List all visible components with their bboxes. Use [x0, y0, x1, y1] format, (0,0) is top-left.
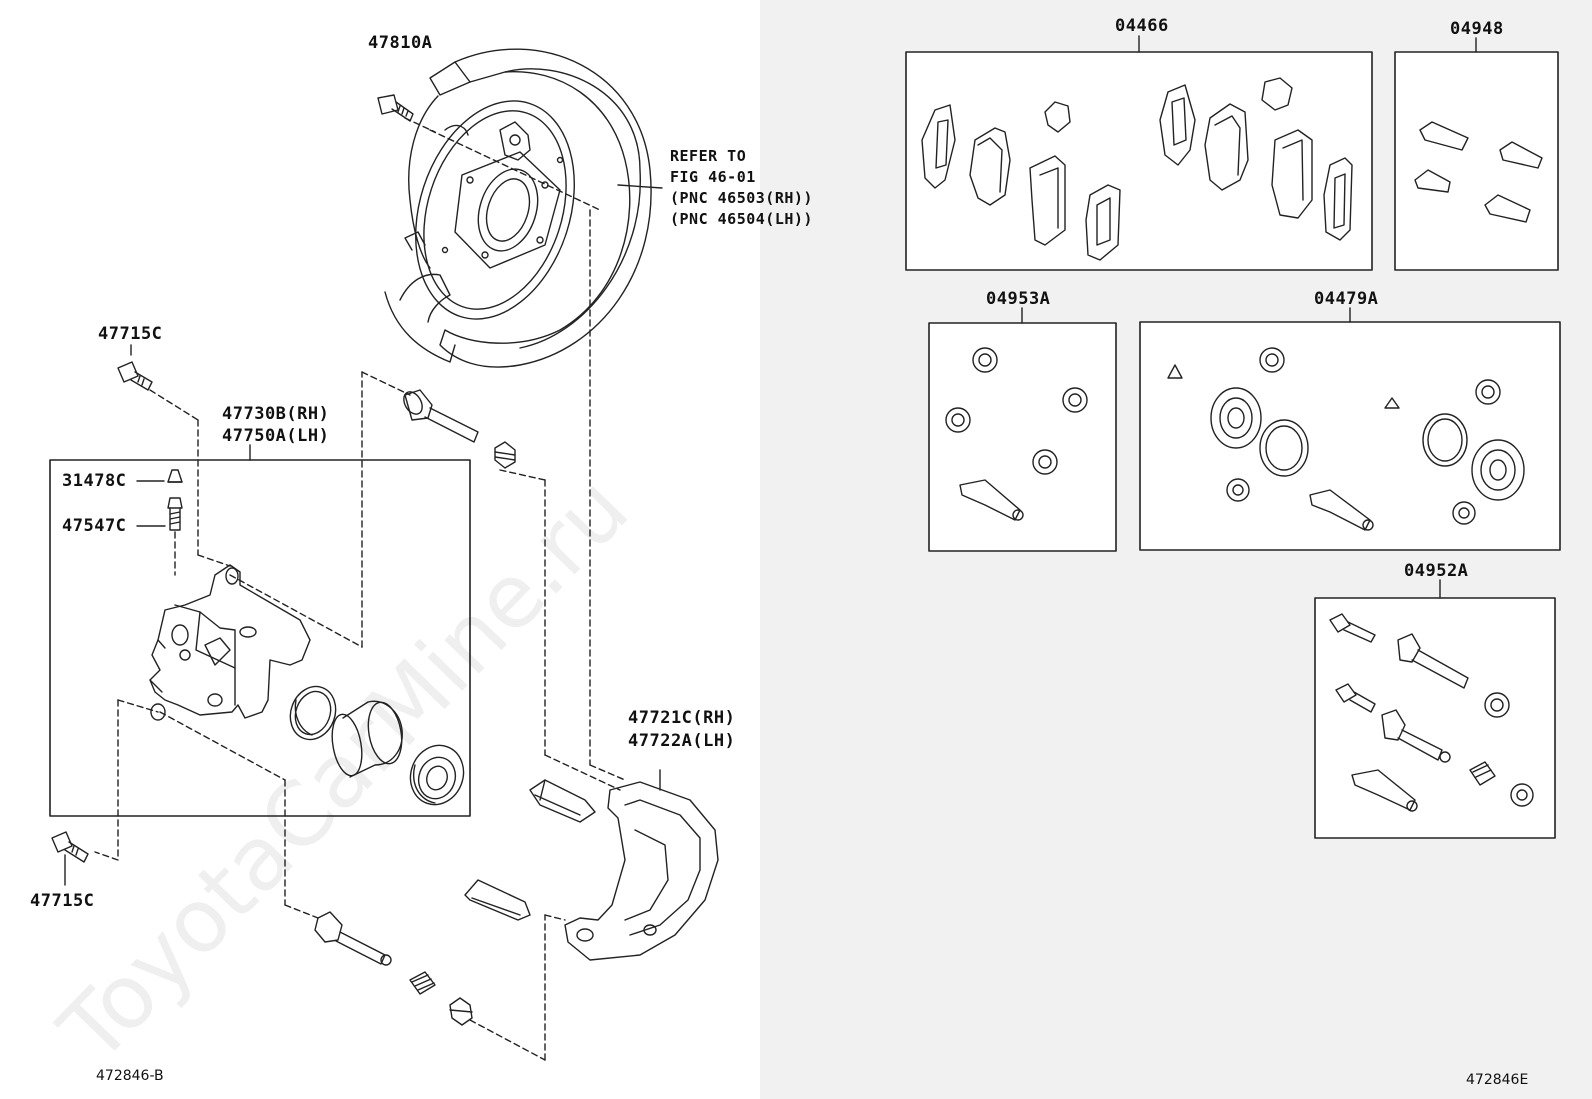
bleeder-plug-47547C [167, 497, 183, 531]
anti-rattle-clip-upper [529, 779, 596, 823]
label-refer-note: REFER TO FIG 46-01 (PNC 46503(RH)) (PNC … [670, 147, 813, 228]
label-04479A: 04479A [1314, 289, 1379, 309]
caliper-body [149, 564, 311, 721]
piston-seal [289, 685, 337, 741]
caliper-assembly-frame [49, 459, 471, 817]
bolt-47810A [377, 94, 414, 122]
label-31478C: 31478C [62, 471, 127, 491]
label-47547C: 47547C [62, 516, 127, 536]
guide-pin-upper [403, 389, 479, 443]
label-47715C-upper: 47715C [98, 324, 163, 344]
dust-shield [384, 48, 652, 368]
bushing-upper [494, 441, 516, 469]
label-47750A: 47750A(LH) [222, 426, 330, 446]
piston-boot [409, 744, 465, 806]
label-47730B: 47730B(RH) [222, 404, 330, 424]
bushing-kit [945, 347, 1088, 521]
spring-lower [409, 971, 436, 995]
label-04953A: 04953A [986, 289, 1051, 309]
bleeder-cap-31478C [167, 469, 183, 483]
kit-box-04479A [1139, 321, 1561, 551]
figure-code-right: 472846E [1466, 1072, 1529, 1088]
label-04466: 04466 [1115, 16, 1169, 36]
kit-box-04948 [1394, 51, 1559, 271]
figure-code-left: 472846-B [96, 1068, 164, 1084]
guide-pin-lower [314, 911, 392, 966]
bolt-47715C-upper [117, 361, 153, 391]
guide-pin-kit [1329, 613, 1534, 812]
label-04952A: 04952A [1404, 561, 1469, 581]
piston [331, 700, 403, 778]
pad-support-plates [1414, 121, 1543, 223]
cylinder-kit [1167, 347, 1525, 531]
label-47715C-lower: 47715C [30, 891, 95, 911]
bushing-lower [449, 997, 473, 1026]
label-04948: 04948 [1450, 19, 1504, 39]
kit-box-04952A [1314, 597, 1556, 839]
brake-pad-set [921, 77, 1353, 261]
label-47721C: 47721C(RH) [628, 708, 736, 728]
label-47722A: 47722A(LH) [628, 731, 736, 751]
caliper-mounting-bracket [564, 781, 719, 961]
label-47810A: 47810A [368, 33, 433, 53]
anti-rattle-clip-lower [464, 879, 531, 921]
backing-plate [415, 100, 575, 320]
bolt-47715C-lower [51, 831, 89, 863]
